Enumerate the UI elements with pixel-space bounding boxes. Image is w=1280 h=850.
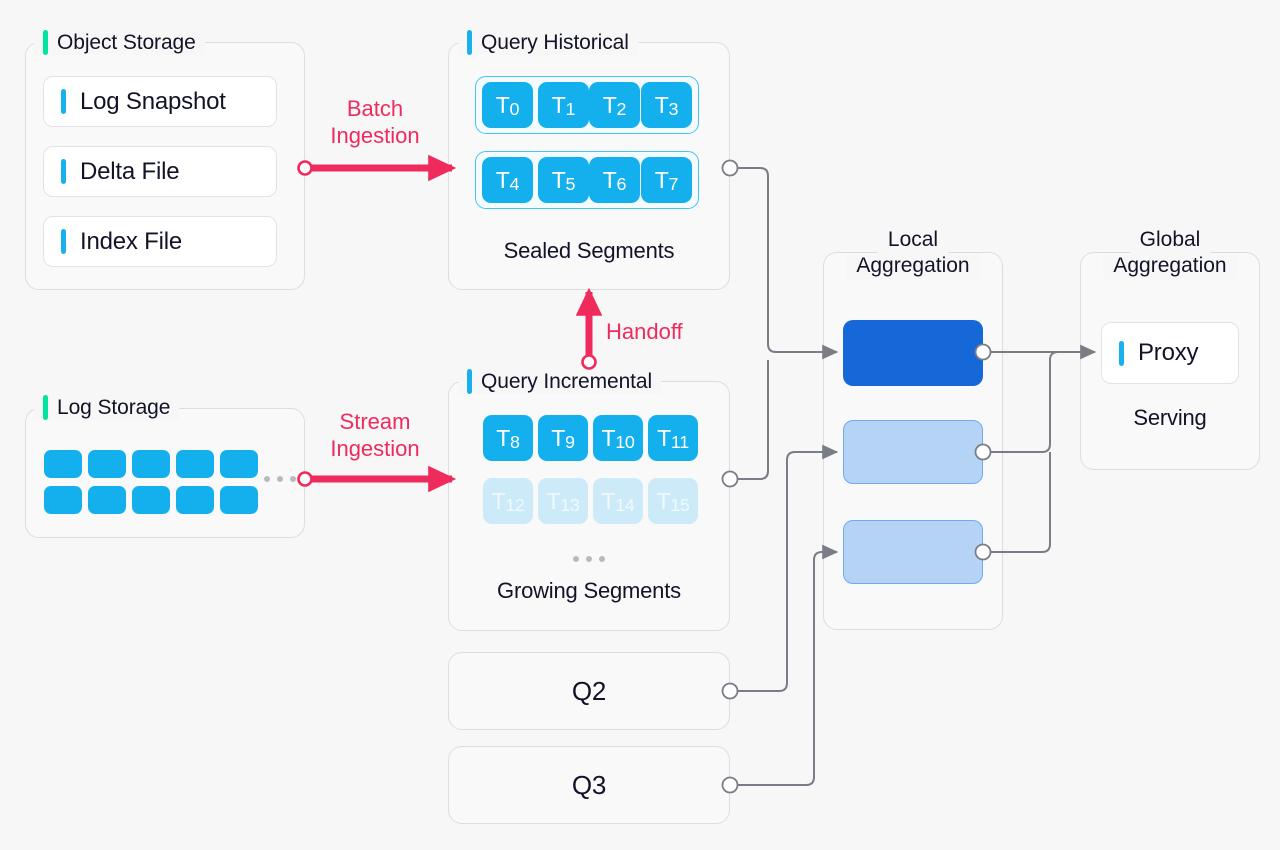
segment-tile-t10-label: T10 [601, 424, 635, 452]
batch-ingestion-label-line1: Batch [346, 96, 404, 121]
card-delta-file[interactable]: Delta File [43, 146, 277, 197]
log-tile [176, 486, 214, 514]
log-storage-overflow-dots-icon [264, 476, 296, 482]
segment-tile-t14[interactable]: T14 [593, 478, 643, 524]
wire-stream-ingestion [297, 465, 457, 493]
segment-tile-t12-label: T12 [491, 487, 525, 515]
card-log-snapshot-label: Log Snapshot [80, 87, 226, 115]
segment-tile-t2-label: T2 [602, 91, 627, 119]
stream-ingestion-label-line1: Stream [339, 409, 411, 434]
global-aggregation-title: Global Aggregation [1080, 227, 1260, 279]
segment-tile-t5-label: T5 [551, 166, 576, 194]
log-tile [132, 486, 170, 514]
query-historical-title: Query Historical [458, 30, 638, 55]
query-box-q2-label: Q2 [571, 675, 607, 706]
segment-tile-t5[interactable]: T5 [538, 157, 589, 203]
aggregation-worker-primary[interactable] [843, 320, 983, 386]
card-index-file-label: Index File [80, 227, 183, 255]
accent-bar-blue-icon [467, 369, 472, 394]
segment-tile-t15[interactable]: T15 [648, 478, 698, 524]
segment-tile-t4[interactable]: T4 [482, 157, 533, 203]
batch-ingestion-label-line2: Ingestion [330, 123, 420, 148]
log-tile [44, 450, 82, 478]
segment-tile-t6[interactable]: T6 [589, 157, 640, 203]
log-tile [88, 486, 126, 514]
wire-q3-to-worker3 [721, 544, 839, 794]
segment-tile-t10[interactable]: T10 [593, 415, 643, 461]
batch-ingestion-label: Batch Ingestion [305, 95, 445, 149]
growing-segments-caption: Growing Segments [497, 578, 681, 603]
segment-tile-t1[interactable]: T1 [538, 82, 589, 128]
stream-ingestion-label-line2: Ingestion [330, 436, 420, 461]
local-aggregation-title-line1: Local [877, 227, 949, 253]
accent-bar-blue-icon [1119, 340, 1124, 366]
segment-tile-t11[interactable]: T11 [648, 415, 698, 461]
accent-bar-blue-icon [61, 159, 66, 184]
card-proxy[interactable]: Proxy [1101, 322, 1239, 384]
card-proxy-label: Proxy [1138, 339, 1199, 366]
accent-bar-green-icon [43, 395, 48, 420]
handoff-label-line1: Handoff [606, 319, 683, 344]
segment-tile-t9-label: T9 [551, 424, 575, 452]
segment-tile-t8[interactable]: T8 [483, 415, 533, 461]
query-box-q3[interactable]: Q3 [448, 746, 730, 824]
query-box-q3-label: Q3 [571, 769, 607, 800]
card-index-file[interactable]: Index File [43, 216, 277, 267]
wire-batch-ingestion [297, 154, 457, 182]
accent-bar-blue-icon [61, 89, 66, 114]
segment-tile-t1-label: T1 [551, 91, 576, 119]
wire-q2-to-worker2 [721, 444, 839, 700]
segment-tile-t12[interactable]: T12 [483, 478, 533, 524]
handoff-label: Handoff [606, 318, 683, 345]
accent-bar-blue-icon [467, 30, 472, 55]
accent-bar-green-icon [43, 30, 48, 55]
segment-tile-t0-label: T0 [495, 91, 520, 119]
query-box-q2[interactable]: Q2 [448, 652, 730, 730]
segment-tile-t7[interactable]: T7 [641, 157, 692, 203]
growing-segments-overflow-dots-icon [573, 556, 605, 562]
log-tile [176, 450, 214, 478]
segment-tile-t6-label: T6 [602, 166, 627, 194]
serving-caption: Serving [1133, 405, 1207, 430]
object-storage-title-label: Object Storage [57, 30, 196, 54]
log-tile [132, 450, 170, 478]
segment-tile-t3[interactable]: T3 [641, 82, 692, 128]
segment-tile-t0[interactable]: T0 [482, 82, 533, 128]
global-aggregation-title-line1: Global [1129, 227, 1211, 253]
card-log-snapshot[interactable]: Log Snapshot [43, 76, 277, 127]
local-aggregation-title: Local Aggregation [823, 227, 1003, 279]
wire-handoff [575, 287, 603, 370]
segment-tile-t7-label: T7 [654, 166, 679, 194]
segment-tile-t3-label: T3 [654, 91, 679, 119]
log-tile [220, 486, 258, 514]
log-storage-title-label: Log Storage [57, 395, 171, 419]
query-historical-title-label: Query Historical [481, 30, 629, 54]
sealed-segments-caption: Sealed Segments [503, 238, 675, 263]
global-aggregation-title-line2: Aggregation [1103, 253, 1237, 279]
segment-tile-t13-label: T13 [546, 487, 580, 515]
segment-tile-t15-label: T15 [656, 487, 690, 515]
segment-tile-t4-label: T4 [495, 166, 520, 194]
aggregation-worker-secondary[interactable] [843, 520, 983, 584]
stream-ingestion-label: Stream Ingestion [305, 408, 445, 462]
local-aggregation-title-line2: Aggregation [846, 253, 980, 279]
log-storage-title: Log Storage [34, 395, 180, 420]
log-tile [44, 486, 82, 514]
segment-tile-t14-label: T14 [601, 487, 635, 515]
accent-bar-blue-icon [61, 229, 66, 254]
aggregation-worker-secondary[interactable] [843, 420, 983, 484]
query-incremental-title-label: Query Incremental [481, 369, 653, 393]
log-tile [88, 450, 126, 478]
segment-tile-t2[interactable]: T2 [589, 82, 640, 128]
object-storage-title: Object Storage [34, 30, 205, 55]
segment-tile-t8-label: T8 [496, 424, 520, 452]
wire-sealed-to-worker1 [721, 159, 839, 360]
card-delta-file-label: Delta File [80, 157, 180, 185]
segment-tile-t11-label: T11 [657, 424, 689, 452]
segment-tile-t13[interactable]: T13 [538, 478, 588, 524]
segment-tile-t9[interactable]: T9 [538, 415, 588, 461]
log-tile [220, 450, 258, 478]
query-incremental-title: Query Incremental [458, 369, 662, 394]
